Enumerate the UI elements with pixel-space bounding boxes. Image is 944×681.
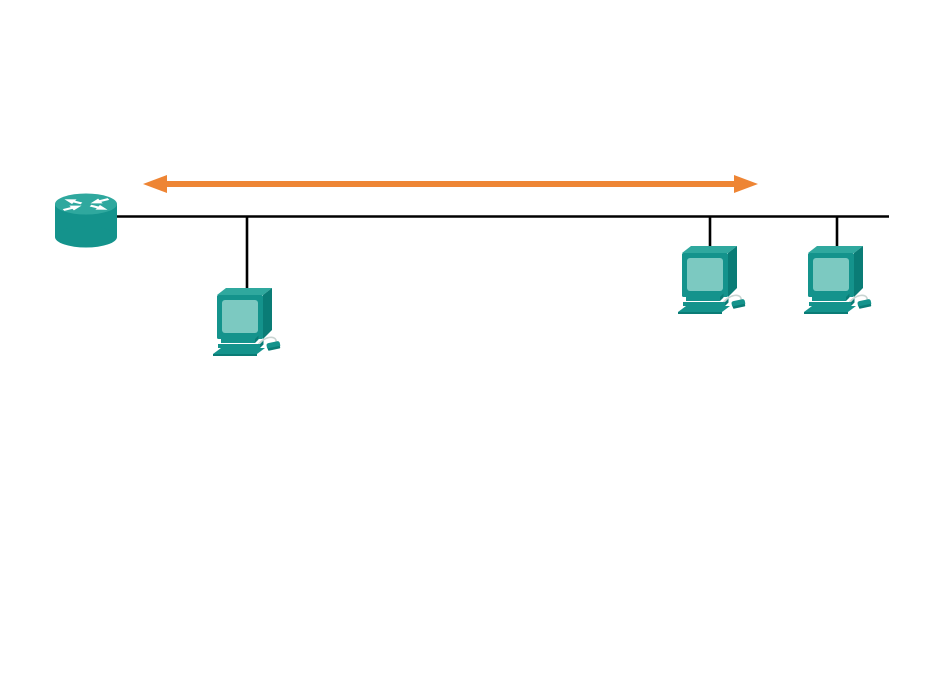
workstation-icon-2 [677,245,747,314]
segment-span-arrow [143,175,758,193]
arrow-head-right [734,175,758,193]
router-icon [55,194,117,248]
workstation-icon-3 [803,245,873,314]
arrow-head-left [143,175,167,193]
workstation-icon-1 [212,287,282,356]
